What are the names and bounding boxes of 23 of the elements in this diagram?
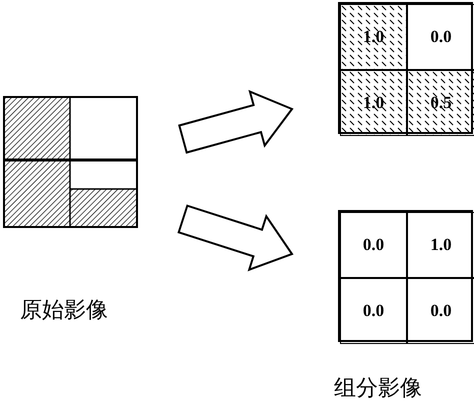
grid-frame-drawing <box>3 96 138 228</box>
grid-cell <box>407 4 474 70</box>
grid-cell <box>340 212 407 278</box>
grid-cell <box>340 278 407 344</box>
cell-value: 0.0 <box>429 301 453 321</box>
cell-value: 1.0 <box>362 93 386 113</box>
node-label: 原始影像 <box>20 298 108 324</box>
block-arrow <box>177 204 294 272</box>
cell-value: 0.0 <box>362 235 386 255</box>
block-arrow <box>178 90 294 154</box>
cell-value: 0.5 <box>429 93 453 113</box>
cell-value: 0.0 <box>362 301 386 321</box>
cell-value: 0.0 <box>429 27 453 47</box>
grid-frame <box>338 2 473 134</box>
grid-cell <box>340 70 407 136</box>
node-label: 组分影像 <box>334 376 422 401</box>
cell-value: 1.0 <box>362 27 386 47</box>
cell-value: 1.0 <box>429 235 453 255</box>
grid-cell <box>340 4 407 70</box>
grid-cell <box>407 212 474 278</box>
grid-cell <box>407 70 474 136</box>
grid-cell <box>407 278 474 344</box>
grid-frame <box>338 210 473 342</box>
